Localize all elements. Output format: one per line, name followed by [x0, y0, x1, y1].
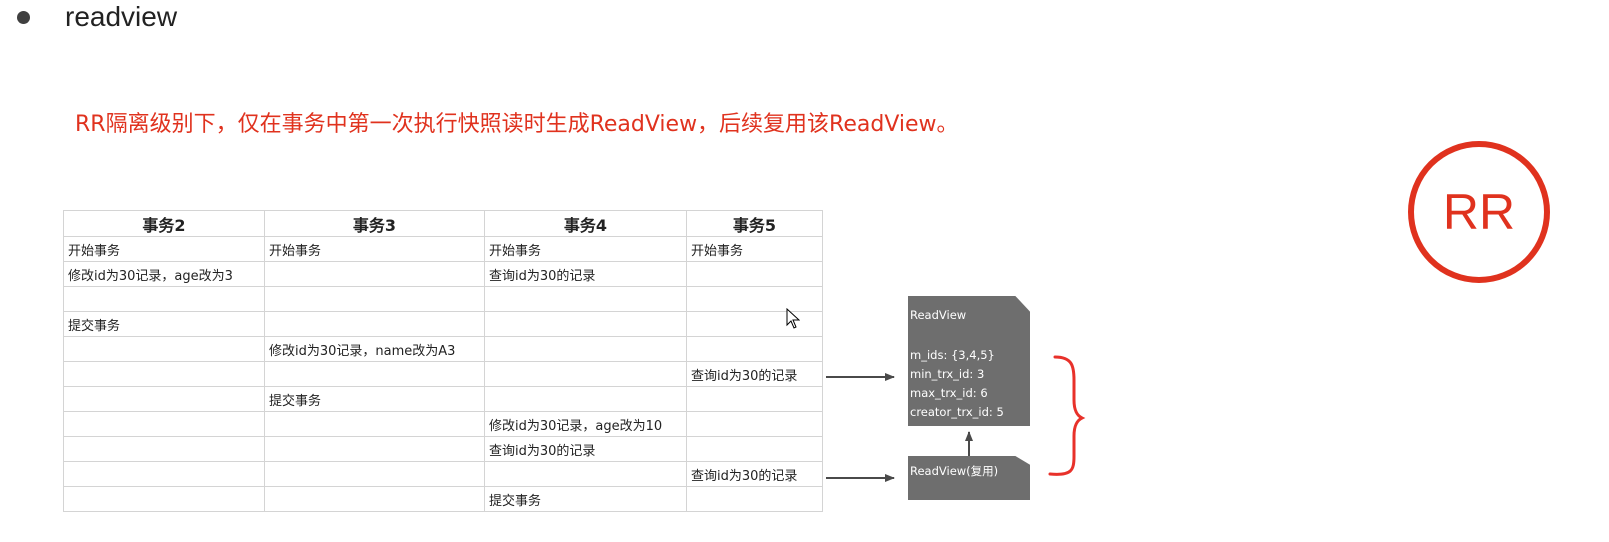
table-cell	[484, 386, 687, 412]
readview-creator-trx-id: creator_trx_id: 5	[910, 405, 1004, 419]
table-cell	[484, 311, 687, 337]
section-heading: readview	[65, 1, 178, 32]
table-cell	[484, 286, 687, 312]
table-cell: 提交事务	[484, 486, 687, 512]
table-cell: 修改id为30记录，age改为10	[484, 411, 687, 437]
bullet-dot	[17, 11, 30, 24]
table-cell: 开始事务	[63, 236, 265, 262]
table-cell	[484, 361, 687, 387]
table-cell	[686, 286, 823, 312]
readview-min-trx-id: min_trx_id: 3	[910, 367, 985, 381]
table-cell	[484, 336, 687, 362]
header-cell: 事务3	[264, 210, 485, 237]
table-cell	[63, 486, 265, 512]
table-cell: 开始事务	[484, 236, 687, 262]
table-cell: 修改id为30记录，age改为3	[63, 261, 265, 287]
readview-reuse-box: ReadView(复用)	[908, 456, 1030, 500]
readview-max-trx-id: max_trx_id: 6	[910, 386, 988, 400]
rr-note: RR隔离级别下，仅在事务中第一次执行快照读时生成ReadView，后续复用该Re…	[75, 112, 959, 137]
table-cell	[264, 486, 485, 512]
curly-brace	[1048, 355, 1086, 476]
table-cell: 开始事务	[686, 236, 823, 262]
table-cell	[264, 286, 485, 312]
table-row: 提交事务	[63, 311, 823, 337]
table-cell	[264, 311, 485, 337]
rr-badge: RR	[1408, 141, 1550, 283]
table-row: 查询id为30的记录	[63, 361, 823, 387]
table-cell	[63, 461, 265, 487]
header-cell: 事务5	[686, 210, 823, 237]
table-row: 提交事务	[63, 386, 823, 412]
transaction-table: 事务2 事务3 事务4 事务5 开始事务 开始事务 开始事务 开始事务 修改id…	[63, 210, 823, 512]
table-row: 查询id为30的记录	[63, 461, 823, 487]
table-cell	[686, 486, 823, 512]
readview-reuse-label: ReadView(复用)	[910, 464, 999, 478]
table-header-row: 事务2 事务3 事务4 事务5	[63, 210, 823, 237]
mouse-cursor-icon	[786, 308, 800, 329]
readview-m-ids: m_ids: {3,4,5}	[910, 348, 995, 362]
table-row	[63, 286, 823, 312]
readview-box: ReadView m_ids: {3,4,5} min_trx_id: 3 ma…	[908, 296, 1030, 426]
table-row: 修改id为30记录，age改为10	[63, 411, 823, 437]
table-cell	[63, 411, 265, 437]
table-cell: 提交事务	[264, 386, 485, 412]
table-row: 查询id为30的记录	[63, 436, 823, 462]
readview-title: ReadView	[910, 308, 967, 322]
table-cell	[63, 336, 265, 362]
table-cell: 开始事务	[264, 236, 485, 262]
table-cell	[63, 436, 265, 462]
table-cell: 修改id为30记录，name改为A3	[264, 336, 485, 362]
table-cell: 查询id为30的记录	[686, 361, 823, 387]
table-cell	[264, 411, 485, 437]
table-row: 提交事务	[63, 486, 823, 512]
table-cell: 提交事务	[63, 311, 265, 337]
table-row: 开始事务 开始事务 开始事务 开始事务	[63, 236, 823, 262]
table-row: 修改id为30记录，age改为3 查询id为30的记录	[63, 261, 823, 287]
table-cell	[63, 286, 265, 312]
